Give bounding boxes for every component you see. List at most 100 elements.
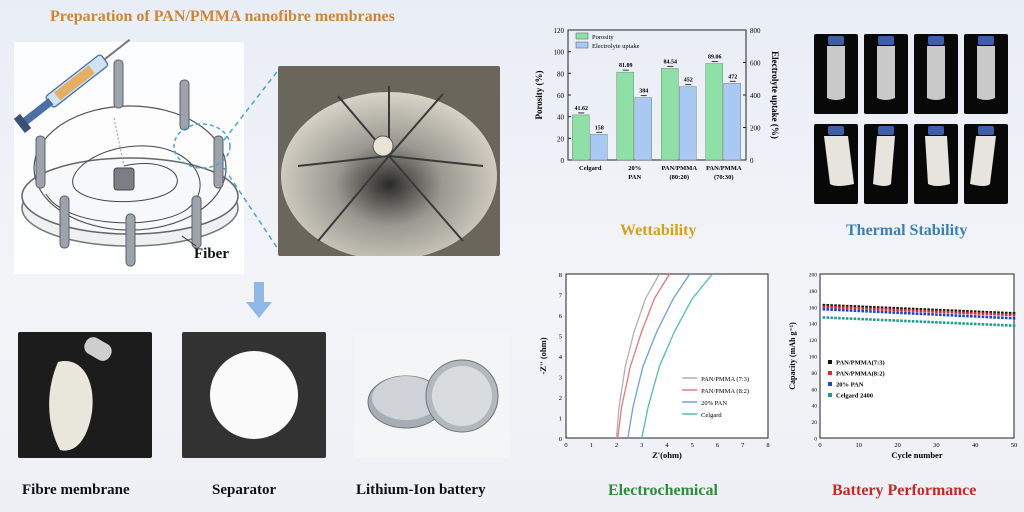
cycling-point xyxy=(1004,311,1008,315)
cycling-point xyxy=(904,311,907,315)
cycling-point xyxy=(923,309,927,313)
cycling-point xyxy=(915,320,919,323)
cycling-point xyxy=(892,306,896,310)
cycling-point xyxy=(834,308,837,312)
cycling-point xyxy=(845,309,849,312)
membrane-thumbnail xyxy=(864,124,908,204)
fiber-label: Fiber xyxy=(194,246,229,262)
cycling-point xyxy=(1012,313,1016,317)
bar-ytick-label: 40 xyxy=(557,114,565,122)
cycling-point xyxy=(907,312,911,315)
cycling-point xyxy=(966,314,969,318)
nyquist-xtick-label: 7 xyxy=(741,442,745,449)
nyquist-ytick-label: 1 xyxy=(559,416,562,423)
cycling-point xyxy=(977,315,981,318)
electrospinning-schematic: Fiber xyxy=(13,38,244,274)
cycling-point xyxy=(958,309,961,313)
bar xyxy=(705,63,723,161)
cycling-point xyxy=(853,305,857,308)
cycling-xtick-label: 30 xyxy=(933,442,940,449)
membrane-thumbnail xyxy=(964,34,1008,114)
cycling-point xyxy=(869,310,872,313)
cycling-point xyxy=(911,312,915,315)
membrane-thumbnail xyxy=(814,34,858,114)
cycling-point xyxy=(911,309,915,312)
cycling-point xyxy=(966,322,969,325)
cycling-ytick-label: 120 xyxy=(809,338,818,344)
bar-ytick-label: 60 xyxy=(557,92,565,100)
cycling-point xyxy=(841,308,845,312)
cycling-point xyxy=(857,309,861,313)
cycling-point xyxy=(873,318,876,321)
cycling-point xyxy=(973,310,977,313)
cycling-point xyxy=(977,310,981,314)
bar-ytick-label: 120 xyxy=(554,27,565,35)
cycling-point xyxy=(907,307,911,311)
cycling-point xyxy=(1004,313,1008,316)
cycling-point xyxy=(888,311,892,314)
page-title: Preparation of PAN/PMMA nanofibre membra… xyxy=(50,8,395,25)
bar-legend-label: Electrolyte uptake xyxy=(592,43,640,50)
cycling-point xyxy=(927,310,930,313)
bar xyxy=(616,71,634,161)
cycling-point xyxy=(966,311,969,315)
wettability-caption: Wettability xyxy=(620,222,697,239)
cycling-point xyxy=(896,311,899,315)
cycling-ytick-label: 100 xyxy=(809,355,818,361)
cycling-point xyxy=(826,316,830,319)
cycling-point xyxy=(954,321,958,325)
bar xyxy=(679,86,697,161)
cycling-legend-label: PAN/PMMA(7:3) xyxy=(836,360,885,367)
cycling-point xyxy=(822,303,826,307)
cycling-point xyxy=(865,305,868,309)
cycling-legend-label: 20% PAN xyxy=(836,382,864,389)
cycling-point xyxy=(838,306,841,309)
thermal-stability-caption: Thermal Stability xyxy=(846,222,968,239)
cycling-point xyxy=(880,318,884,322)
cycling-point xyxy=(989,323,993,326)
cycling-point xyxy=(1001,323,1004,327)
coin-cell-icon xyxy=(367,359,499,433)
cycling-point xyxy=(873,306,876,309)
nyquist-ytick-label: 2 xyxy=(559,395,562,402)
cycling-point xyxy=(1008,324,1012,327)
cycling-point xyxy=(919,308,923,311)
bar-category-label: PAN/PMMA xyxy=(661,165,697,172)
cycling-point xyxy=(838,308,841,312)
nyquist-ytick-label: 8 xyxy=(559,272,562,279)
cycling-point xyxy=(977,322,981,326)
cycling-point xyxy=(958,322,961,325)
cycling-point xyxy=(931,308,934,312)
cycling-point xyxy=(950,309,954,312)
cycling-point xyxy=(919,309,923,313)
cycling-point xyxy=(997,323,1000,327)
cycling-point xyxy=(981,315,985,319)
down-arrow-icon xyxy=(246,282,272,318)
cycling-point xyxy=(826,305,830,309)
cycling-point xyxy=(954,309,958,313)
nyquist-xtick-label: 6 xyxy=(716,442,720,449)
bar-category-label: (80:20) xyxy=(670,174,690,181)
cycling-xtick-label: 0 xyxy=(818,442,821,449)
nyquist-xtick-label: 2 xyxy=(615,442,618,449)
cycling-point xyxy=(857,305,861,308)
bar-y2label: Electrolyte uptake (%) xyxy=(770,51,780,139)
cycling-point xyxy=(884,318,888,322)
cycling-point xyxy=(989,312,993,316)
cycling-point xyxy=(911,307,915,311)
zoom-circle xyxy=(173,123,231,169)
cycling-point xyxy=(946,321,950,325)
bar-category-label: PAN/PMMA xyxy=(706,165,742,172)
cycling-ytick-label: 20 xyxy=(812,420,818,426)
cycling-point xyxy=(888,319,892,322)
collector-poles xyxy=(35,59,224,267)
cycling-point xyxy=(865,318,868,321)
cycling-point xyxy=(950,314,954,317)
cycling-xtick-label: 20 xyxy=(894,442,901,449)
cycling-point xyxy=(927,308,930,311)
cycling-point xyxy=(993,312,996,316)
cycling-point xyxy=(892,308,896,312)
separator-caption: Separator xyxy=(212,482,277,498)
cycling-point xyxy=(834,306,837,309)
